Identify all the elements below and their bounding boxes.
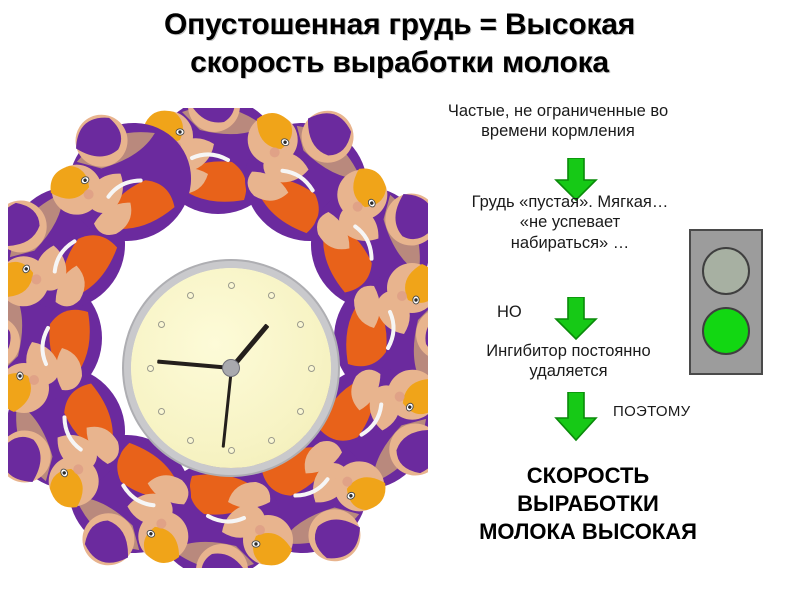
conclusion-line-3: МОЛОКА ВЫСОКАЯ [479,519,697,545]
clock-tick [268,292,275,299]
conclusion-line-1: СКОРОСТЬ [526,463,650,488]
flow-connector-therefore: ПОЭТОМУ [613,403,691,420]
flow-connector-but: НО [497,303,522,321]
clock-tick [158,321,165,328]
clock-center-hub [222,359,240,377]
conclusion-text: СКОРОСТЬ ВЫРАБОТКИ МОЛОКА ВЫСОКАЯ [418,462,758,546]
conclusion-line-2: ВЫРАБОТКИ [517,491,659,517]
clock-tick [147,364,154,372]
clock-tick [158,408,165,415]
clock-tick [308,364,315,372]
clock-second-hand [221,367,233,448]
down-arrow-icon-2 [554,297,598,341]
flow-step-2-text: Грудь «пустая». Мягкая… «не успевает наб… [471,193,669,252]
flow-step-3-text: Ингибитор постоянно удаляется [486,342,651,381]
clock-tick [268,437,275,444]
page-title-line-2: скорость выработки молока [190,46,609,80]
traffic-light-lamp-off [702,247,750,295]
clock-tick [227,447,235,454]
clock-tick [187,292,194,299]
traffic-light-lamp-green [702,307,750,355]
clock-tick [227,282,235,289]
traffic-light-icon [689,229,763,375]
clock-tick [297,321,304,328]
flow-step-1-text: Частые, не ограниченные во времени кормл… [447,102,669,141]
clock-illustration [8,108,428,568]
clock-tick [187,437,194,444]
down-arrow-icon-3 [554,392,598,442]
page-title: Опустошенная грудь = Высокая скорость вы… [0,6,799,83]
page-title-line-1: Опустошенная грудь = Высокая [163,8,636,41]
clock-minute-hand [157,359,232,370]
clock-face [131,268,331,468]
clock-tick [297,408,304,415]
down-arrow-icon-1 [554,158,598,202]
